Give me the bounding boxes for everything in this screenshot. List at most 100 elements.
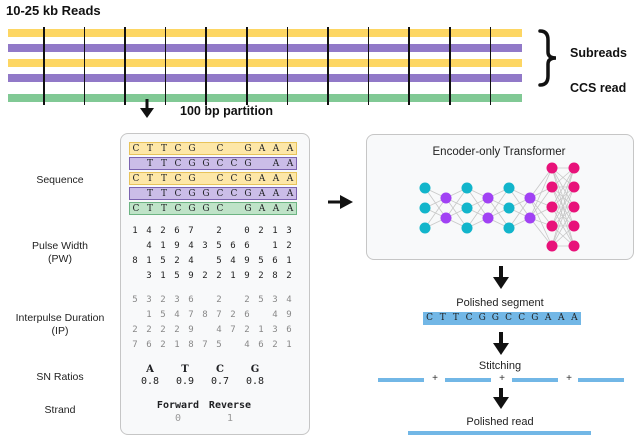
base: G (244, 189, 252, 199)
network-edge (487, 187, 510, 219)
value: 7 (188, 310, 194, 320)
base: G (531, 313, 539, 323)
value: 4 (188, 256, 194, 266)
value: 2 (272, 340, 278, 350)
partition-line (408, 27, 410, 105)
base: C (216, 204, 224, 214)
value: 2 (286, 241, 292, 251)
cyan-node (419, 182, 431, 194)
pink-node (546, 240, 558, 252)
value: 6 (188, 295, 194, 305)
model-panel (366, 134, 634, 260)
partition-line (327, 27, 329, 105)
base: A (286, 204, 294, 214)
base: A (571, 313, 578, 323)
base: C (174, 189, 182, 199)
value: 9 (286, 310, 292, 320)
cyan-node (503, 182, 515, 194)
arrow-right-icon (328, 195, 353, 209)
network-edge (529, 186, 553, 219)
value: 5 (132, 295, 138, 305)
base: G (188, 204, 196, 214)
value: 8 (272, 271, 278, 281)
base: C (426, 313, 434, 323)
cyan-node (419, 222, 431, 234)
base: C (174, 174, 182, 184)
value: 5 (216, 340, 222, 350)
value: 4 (286, 295, 292, 305)
stitch-segment (512, 378, 558, 382)
value: 2 (160, 340, 166, 350)
base: G (244, 174, 252, 184)
base: A (286, 174, 294, 184)
network-edge (424, 197, 447, 229)
base: T (160, 144, 167, 154)
value: 6 (286, 325, 292, 335)
sn-value: 0.8 (140, 376, 160, 387)
base: C (216, 174, 224, 184)
value: 5 (174, 271, 180, 281)
network-edge (551, 167, 575, 227)
sequence-label: Sequence (36, 174, 84, 186)
value: 3 (202, 241, 208, 251)
sn-base-header: T (181, 364, 189, 375)
base: C (132, 174, 140, 184)
stitch-segment (445, 378, 491, 382)
stitch-segment (378, 378, 424, 382)
interpulse-label: Interpulse Duration (IP) (0, 312, 120, 338)
value: 1 (272, 226, 278, 236)
value: 2 (230, 310, 236, 320)
value: 4 (146, 241, 152, 251)
value: 1 (272, 241, 278, 251)
strand-header: Forward (156, 400, 200, 411)
value: 1 (160, 271, 166, 281)
value: 7 (188, 226, 194, 236)
sn-value: 0.7 (210, 376, 230, 387)
value: 5 (160, 310, 166, 320)
pulse-width-abbr: (PW) (48, 253, 72, 265)
value: 2 (244, 325, 250, 335)
value: 5 (216, 256, 222, 266)
value: 4 (244, 340, 250, 350)
value: 4 (174, 310, 180, 320)
value: 1 (160, 241, 166, 251)
value: 4 (146, 226, 152, 236)
brace-icon (538, 29, 557, 87)
value: 2 (216, 226, 222, 236)
purple-node (440, 192, 452, 204)
value: 2 (174, 256, 180, 266)
network-edge (508, 197, 531, 229)
base: T (146, 159, 153, 169)
partition-line (205, 27, 207, 105)
value: 9 (244, 256, 250, 266)
partition-line (164, 27, 167, 105)
value: 2 (146, 325, 152, 335)
ccs-read-bar (8, 94, 522, 102)
value: 4 (272, 310, 278, 320)
value: 1 (286, 256, 292, 266)
value: 6 (244, 310, 250, 320)
purple-node (482, 212, 494, 224)
strand-header: Reverse (208, 400, 252, 411)
plus-sign: + (432, 373, 438, 384)
base: T (160, 189, 167, 199)
value: 3 (146, 295, 152, 305)
value: 6 (258, 340, 264, 350)
polished-read-bar (408, 431, 591, 435)
base: C (132, 204, 140, 214)
interpulse-abbr: (IP) (51, 325, 69, 337)
partition-line (43, 27, 45, 105)
pink-node (568, 181, 580, 193)
sn-base-header: A (146, 364, 154, 375)
base: A (258, 144, 266, 154)
base: A (272, 204, 280, 214)
base: T (146, 189, 153, 199)
base: C (230, 189, 238, 199)
